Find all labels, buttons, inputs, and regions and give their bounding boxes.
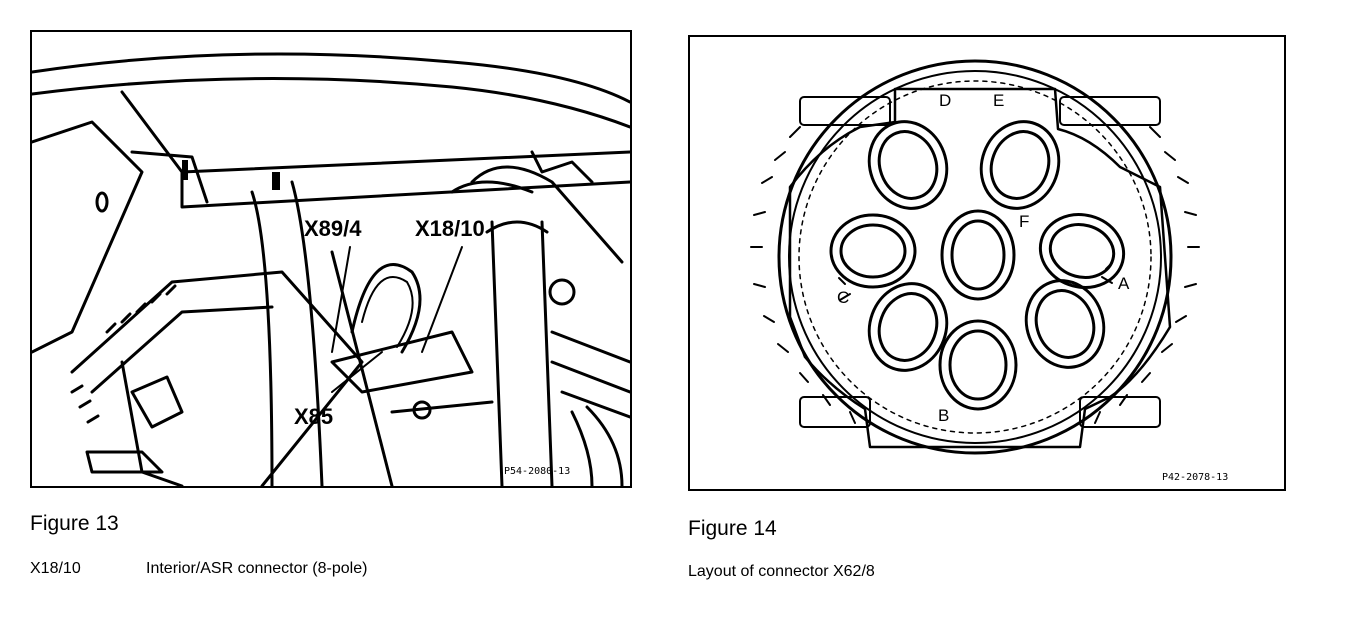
figure-13-ref-code: P54-2080-13: [504, 466, 570, 477]
figure-14-caption: Layout of connector X62/8: [688, 563, 875, 580]
pin-label-f: F: [1019, 212, 1029, 231]
engine-bay-illustration: X89/4 X18/10 X85 P54-2080-13: [32, 52, 630, 486]
pin-label-e: E: [993, 91, 1004, 110]
pin-label-d: D: [939, 91, 951, 110]
pin-label-a: A: [1118, 274, 1130, 293]
legend-description: Interior/ASR connector (8-pole): [146, 560, 368, 577]
figure-13-title: Figure 13: [30, 512, 119, 535]
figure-14-title: Figure 14: [688, 517, 777, 540]
figure-13-photo: X89/4 X18/10 X85 P54-2080-13: [30, 30, 632, 488]
callout-x18-10: X18/10: [415, 216, 485, 241]
legend-code: X18/10: [30, 560, 81, 577]
connector-layout-diagram: D E F A C B P42-2078-13: [750, 59, 1228, 483]
callout-x85: X85: [294, 404, 333, 429]
callout-x89-4: X89/4: [304, 216, 362, 241]
figure-14-ref-code: P42-2078-13: [1162, 472, 1228, 483]
figure-14-diagram: D E F A C B P42-2078-13: [688, 35, 1286, 491]
pin-label-b: B: [938, 406, 949, 425]
pin-label-c: C: [837, 288, 849, 307]
